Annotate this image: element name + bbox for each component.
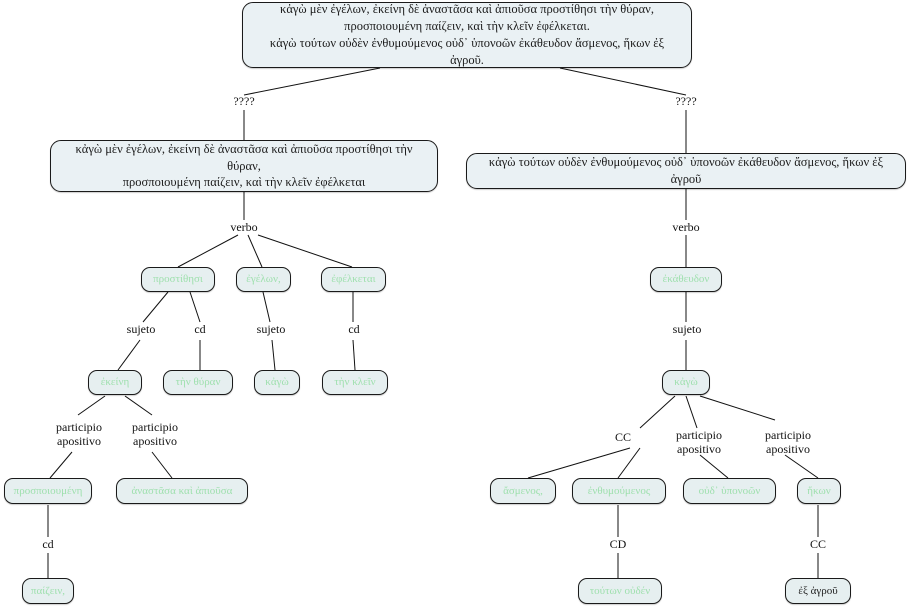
- edge-label-cd-3: cd: [42, 537, 54, 551]
- edge-label-sujeto-1: sujeto: [126, 322, 156, 336]
- edge-label-cd-right: CD: [609, 537, 627, 551]
- edge-label-participio-aposit-4: participio aposit​ivo: [765, 428, 811, 457]
- edge-label-sujeto-right: sujeto: [672, 322, 702, 336]
- node-kago-left[interactable]: κἀγὼ: [254, 370, 300, 395]
- node-tin-klein[interactable]: τὴν κλεῖν: [322, 370, 388, 395]
- edge-label-root-left: ????: [233, 94, 255, 108]
- node-anastasa-apiousa[interactable]: ἀναστᾶσα καὶ ἀπιοῦσα: [116, 478, 248, 504]
- node-kago-right[interactable]: κἀγὼ: [662, 370, 710, 395]
- edge-label-left-verbo: verbo: [230, 220, 258, 234]
- edge-label-root-right: ????: [675, 94, 697, 108]
- edge-label-participio-aposit-2: participio aposit​ivo: [132, 420, 178, 449]
- node-asmenos[interactable]: ἄσμενος,: [490, 478, 556, 504]
- node-tin-thyran[interactable]: τὴν θύραν: [163, 370, 233, 395]
- node-efelketai[interactable]: ἐφέλκεται: [321, 267, 386, 292]
- node-root-sentence[interactable]: κἀγὼ μὲν ἐγέλων, ἐκείνη δὲ ἀναστᾶσα καὶ …: [242, 2, 692, 68]
- node-left-sentence[interactable]: κἀγὼ μὲν ἐγέλων, ἐκείνη δὲ ἀναστᾶσα καὶ …: [50, 140, 438, 192]
- edge-label-participio-aposit-3: participio aposit​ivo: [676, 428, 722, 457]
- node-ex-agrou[interactable]: ἐξ ἀγροῦ: [785, 578, 851, 604]
- node-prostithisi[interactable]: προστίθησι: [141, 267, 215, 292]
- edge-label-participio-aposit-1: participio aposit​ivo: [56, 420, 102, 449]
- edge-label-cc-2: CC: [809, 537, 826, 551]
- edge-label-cd-1: cd: [194, 322, 206, 336]
- edge-label-right-verbo: verbo: [672, 220, 700, 234]
- node-enthymoumenos[interactable]: ἐνθυμούμενος: [572, 478, 666, 504]
- node-egelon[interactable]: ἐγέλων,: [236, 267, 291, 292]
- node-oud-yponoon[interactable]: οὐδ᾿ ὑπονοῶν: [683, 478, 776, 504]
- edge-label-cd-2: cd: [348, 322, 360, 336]
- node-prospoioumeni[interactable]: προσποιουμένη: [4, 478, 92, 504]
- edge-label-sujeto-2: sujeto: [256, 322, 286, 336]
- node-ekatheudon[interactable]: ἐκάθευδον: [650, 267, 722, 292]
- edge-label-cc-1: CC: [614, 430, 631, 444]
- node-ekeini[interactable]: ἐκείνη: [88, 370, 142, 395]
- node-ikon[interactable]: ἥκων: [797, 478, 841, 504]
- node-touton-ouden[interactable]: τούτων οὐδέν: [578, 578, 662, 604]
- node-paizein[interactable]: παίζειν,: [22, 578, 74, 604]
- node-right-sentence[interactable]: κἀγὼ τούτων οὐδὲν ἐνθυμούμενος οὐδ᾿ ὑπον…: [466, 153, 906, 189]
